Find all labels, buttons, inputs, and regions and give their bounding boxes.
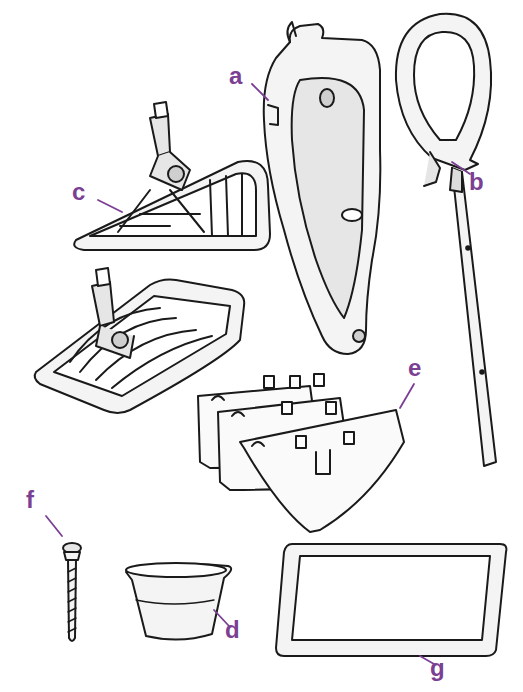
triangle-mop-head xyxy=(74,102,270,250)
callout-letter: f xyxy=(26,488,34,512)
tray xyxy=(276,544,506,656)
measuring-cup xyxy=(126,563,231,640)
steam-unit xyxy=(264,22,381,354)
mop-pads xyxy=(198,374,404,532)
handle xyxy=(396,14,496,466)
callout-letter: e xyxy=(408,356,421,380)
leader-lines xyxy=(46,84,470,664)
callout-letter: b xyxy=(469,170,484,194)
callout-letter: c xyxy=(72,180,85,204)
rectangle-mop-head xyxy=(35,268,245,413)
screw xyxy=(63,543,81,641)
callout-letter: d xyxy=(225,618,240,642)
callout-letter: g xyxy=(430,656,445,680)
callout-letter: a xyxy=(229,64,242,88)
